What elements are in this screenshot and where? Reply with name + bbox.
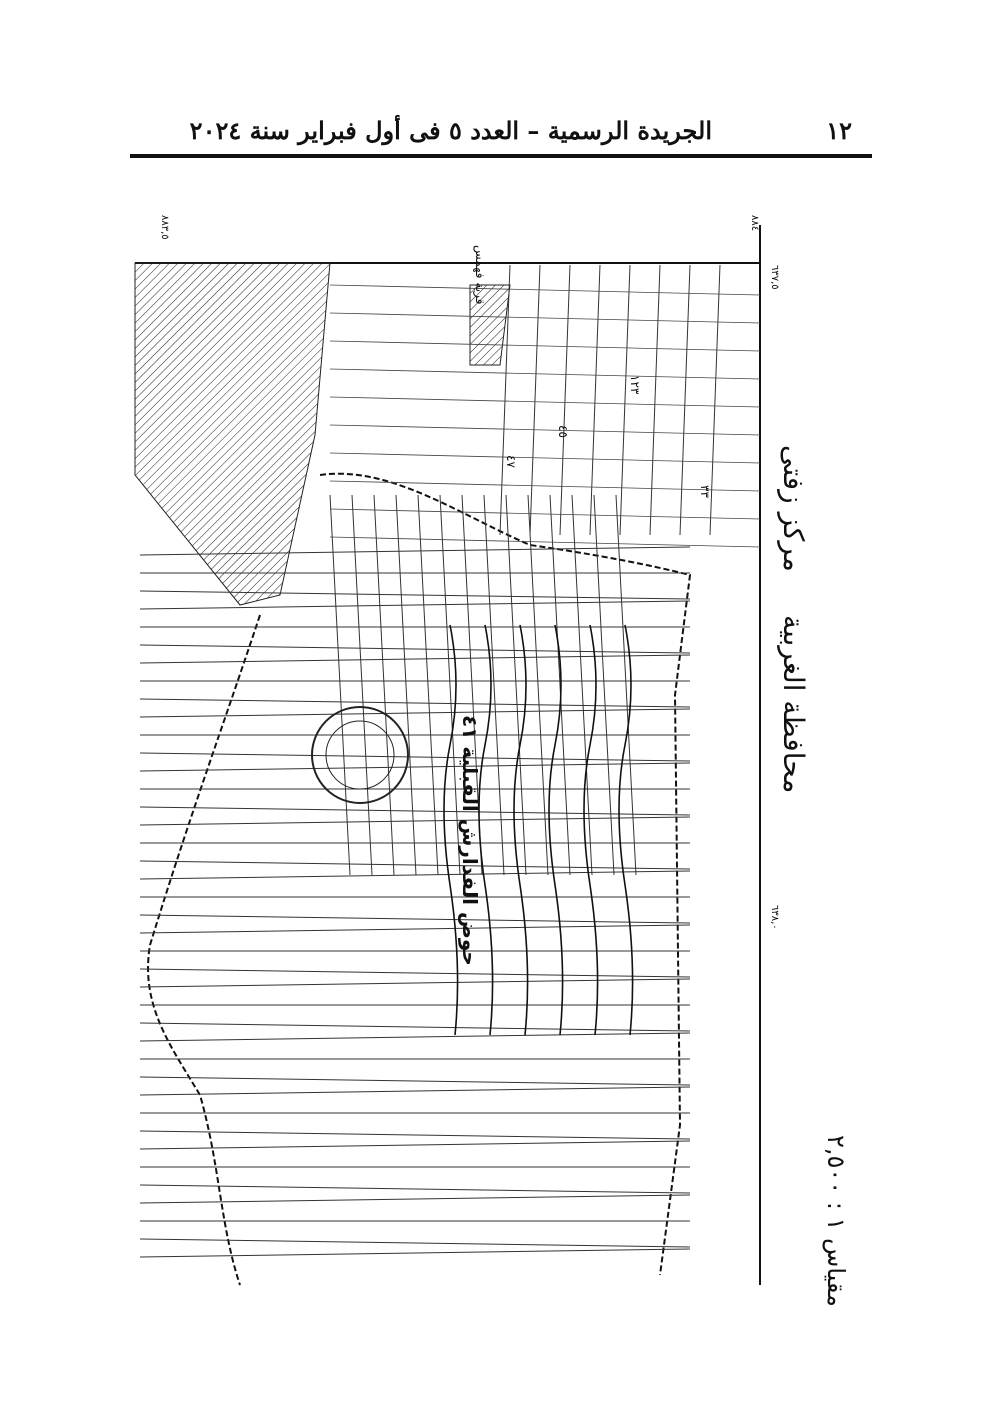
parcel-line	[329, 284, 761, 296]
basin-boundary	[147, 614, 261, 1286]
parcel-line	[529, 264, 541, 536]
parcel-line	[139, 1032, 691, 1042]
parcel-line	[139, 1194, 691, 1204]
parcel-line	[351, 494, 373, 876]
parcel-line	[139, 644, 691, 654]
parcel-line	[329, 508, 761, 520]
parcel-line	[139, 914, 691, 924]
parcel-line	[139, 1248, 691, 1258]
handwritten-note	[443, 624, 459, 1036]
parcel-line	[329, 368, 761, 380]
gazette-title: الجريدة الرسمية – العدد ٥ فى أول فبراير …	[189, 116, 712, 145]
handwritten-note	[478, 624, 494, 1036]
parcel-number: ٤٧	[504, 455, 518, 468]
parcel-line	[499, 264, 511, 536]
built-up-area	[134, 262, 331, 606]
basin-boundary	[319, 472, 692, 1276]
parcel-line	[139, 870, 691, 880]
grid-label: ٦٣٨,٠	[769, 905, 780, 930]
handwritten-note	[618, 624, 634, 1036]
official-seal	[311, 706, 409, 804]
parcel-line	[615, 494, 637, 876]
village-label: قرية فهمس	[473, 245, 487, 305]
parcel-line	[139, 1130, 691, 1140]
parcel-line	[139, 1076, 691, 1086]
parcel-line	[139, 1140, 691, 1150]
handwritten-note	[513, 624, 529, 1036]
parcel-line	[619, 264, 631, 536]
map-drawing	[134, 225, 761, 1286]
parcel-line	[417, 494, 439, 876]
basin-label: حوض الفدارش القبلية ٤١	[458, 715, 482, 966]
parcel-line	[559, 264, 571, 536]
parcel-line	[329, 536, 761, 548]
parcel-line	[139, 1184, 691, 1194]
parcel-line	[139, 590, 691, 600]
parcel-line	[139, 978, 691, 988]
parcel-line	[505, 494, 527, 876]
parcel-line	[139, 752, 691, 762]
parcel-line	[439, 494, 461, 876]
parcel-line	[139, 600, 691, 610]
parcel-line	[139, 654, 691, 664]
parcel-line	[329, 424, 761, 436]
parcel-line	[329, 396, 761, 408]
parcel-line	[593, 494, 615, 876]
parcel-line	[373, 494, 395, 876]
grid-label: ٦٣٧,٥	[769, 265, 780, 290]
parcel-line	[139, 1086, 691, 1096]
page-header: ١٢ الجريدة الرسمية – العدد ٥ فى أول فبرا…	[130, 112, 872, 152]
parcel-line	[139, 968, 691, 978]
scale-label: مقياس ١ : ٢,٥٠٠	[822, 1135, 850, 1307]
parcel-line	[139, 816, 691, 826]
parcel-line	[139, 762, 691, 772]
parcel-line	[139, 698, 691, 708]
parcel-line	[329, 494, 351, 876]
parcel-line	[483, 494, 505, 876]
parcel-line	[139, 806, 691, 816]
parcel-line	[329, 340, 761, 352]
parcel-number: ٤٥	[556, 425, 570, 438]
grid-label: ٨٨٣,٥	[159, 215, 170, 240]
parcel-line	[139, 924, 691, 934]
governorate-label: محافظة الغربية	[777, 615, 810, 794]
parcel-line	[139, 708, 691, 718]
parcel-line	[549, 494, 571, 876]
header-divider	[130, 154, 872, 158]
parcel-number: ٣٣	[698, 485, 712, 498]
markaz-label: مركز زفتى	[777, 445, 810, 572]
parcel-line	[139, 1238, 691, 1248]
official-seal-inner	[325, 720, 395, 790]
parcel-line	[589, 264, 601, 536]
parcel-line	[329, 312, 761, 324]
cadastral-map: محافظة الغربية مركز زفتى مقياس ١ : ٢,٥٠٠…	[130, 175, 890, 1307]
page-number: ١٢	[826, 116, 852, 145]
parcel-line	[139, 546, 691, 556]
parcel-line	[139, 1022, 691, 1032]
parcel-line	[649, 264, 661, 536]
parcel-line	[679, 264, 691, 536]
handwritten-note	[583, 624, 599, 1036]
parcel-line	[395, 494, 417, 876]
parcel-line	[571, 494, 593, 876]
parcel-line	[329, 480, 761, 492]
parcel-number: ١٢٣	[628, 375, 642, 395]
grid-label: ٨٨٤	[749, 215, 760, 232]
parcel-line	[527, 494, 549, 876]
parcel-line	[329, 452, 761, 464]
handwritten-note	[548, 624, 564, 1036]
